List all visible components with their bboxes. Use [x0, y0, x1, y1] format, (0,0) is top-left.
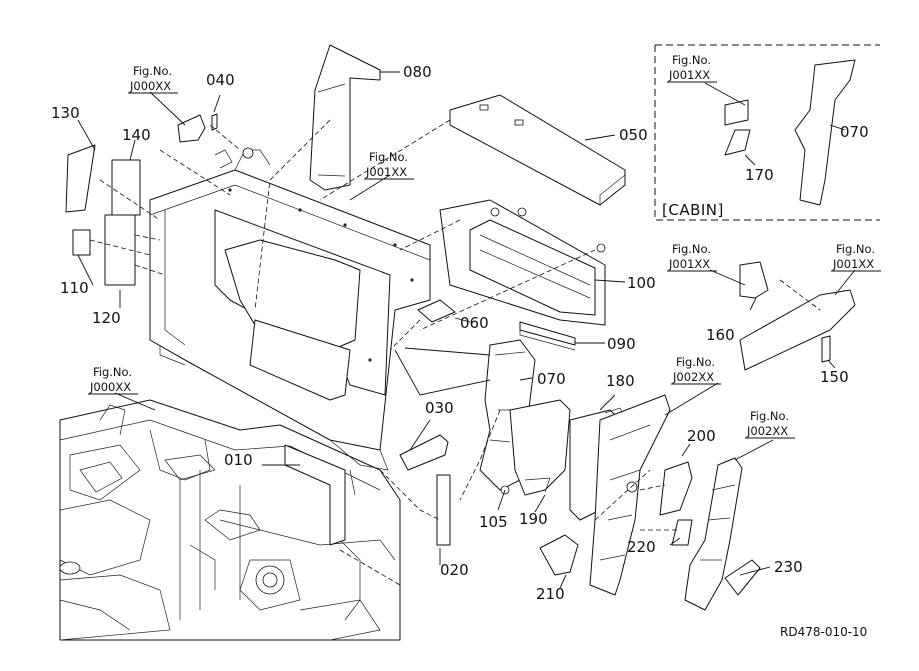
part-210-shape: [539, 534, 579, 576]
fig-ref-3: Fig.No. J001XX: [667, 53, 717, 83]
label-105: 105: [479, 513, 508, 531]
fig-ref-6: Fig.No. J000XX: [88, 365, 138, 395]
part-200-shape: [659, 461, 693, 516]
label-120: 120: [92, 309, 121, 327]
part-110-shape: [72, 229, 91, 256]
label-190: 190: [519, 510, 548, 528]
label-170: 170: [745, 166, 774, 184]
part-090-shape: [519, 321, 576, 346]
part-050-shape: [449, 94, 626, 206]
part-020-shape: [436, 474, 451, 546]
part-070-cabin-shape: [794, 59, 856, 206]
label-180: 180: [606, 372, 635, 390]
svg-text:J001XX: J001XX: [365, 165, 407, 179]
part-130-shape: [65, 144, 96, 213]
label-110: 110: [60, 279, 89, 297]
part-190-shape: [509, 399, 571, 496]
svg-text:Fig.No.: Fig.No.: [133, 64, 172, 78]
svg-text:J001XX: J001XX: [668, 68, 710, 82]
part-140-shape: [111, 159, 141, 216]
svg-text:J002XX: J002XX: [672, 370, 714, 384]
label-010: 010: [224, 451, 253, 469]
fig-ref-4: Fig.No. J001XX: [667, 242, 717, 272]
label-070: 070: [537, 370, 566, 388]
label-150: 150: [820, 368, 849, 386]
label-080: 080: [403, 63, 432, 81]
part-160-shape: [739, 261, 769, 299]
label-220: 220: [627, 538, 656, 556]
svg-text:Fig.No.: Fig.No.: [750, 409, 789, 423]
part-150-shape: [821, 335, 831, 363]
part-labels: 080 050 100 090 060 070 180 200 220 190 …: [51, 63, 869, 603]
cabin-label: [CABIN]: [662, 201, 724, 219]
label-230: 230: [774, 558, 803, 576]
svg-text:Fig.No.: Fig.No.: [369, 150, 408, 164]
label-070-cabin: 070: [840, 123, 869, 141]
svg-text:Fig.No.: Fig.No.: [93, 365, 132, 379]
part-030-shape: [399, 434, 449, 471]
part-120-shape: [104, 214, 136, 286]
fig-ref-7: Fig.No. J002XX: [671, 355, 721, 385]
front-panel-assembly: [149, 147, 431, 471]
label-100: 100: [627, 274, 656, 292]
rear-bracket-assembly: [739, 289, 856, 371]
fig-ref-1: Fig.No. J000XX: [128, 64, 178, 94]
part-230-shape: [724, 559, 761, 596]
svg-text:Fig.No.: Fig.No.: [672, 53, 711, 67]
svg-text:J001XX: J001XX: [668, 257, 710, 271]
part-170-shape: [724, 129, 751, 156]
cabin-inset-border: [654, 44, 880, 221]
fig-ref-8: Fig.No. J002XX: [745, 409, 795, 439]
part-040-shape: [177, 114, 206, 143]
label-200: 200: [687, 427, 716, 445]
label-020: 020: [440, 561, 469, 579]
label-140: 140: [122, 126, 151, 144]
side-panel-assembly: [684, 457, 743, 611]
svg-text:J000XX: J000XX: [89, 380, 131, 394]
label-160: 160: [706, 326, 735, 344]
label-060: 060: [460, 314, 489, 332]
label-040: 040: [206, 71, 235, 89]
label-030: 030: [425, 399, 454, 417]
svg-text:J002XX: J002XX: [746, 424, 788, 438]
label-130: 130: [51, 104, 80, 122]
fig-references: Fig.No. J000XX Fig.No. J001XX Fig.No. J0…: [88, 53, 881, 439]
part-060-shape: [417, 299, 456, 323]
part-080-shape: [309, 44, 381, 191]
fig-ref-5: Fig.No. J001XX: [831, 242, 881, 272]
part-220-shape: [671, 519, 693, 546]
label-210: 210: [536, 585, 565, 603]
label-050: 050: [619, 126, 648, 144]
label-090: 090: [607, 335, 636, 353]
svg-text:J000XX: J000XX: [129, 79, 171, 93]
svg-text:Fig.No.: Fig.No.: [672, 242, 711, 256]
svg-text:J001XX: J001XX: [832, 257, 874, 271]
rear-cover-assembly: [589, 394, 671, 596]
svg-text:Fig.No.: Fig.No.: [676, 355, 715, 369]
fig-ref-2: Fig.No. J001XX: [364, 150, 414, 180]
leader-lines: [77, 71, 856, 589]
drawing-code: RD478-010-10: [780, 625, 867, 639]
svg-text:Fig.No.: Fig.No.: [836, 242, 875, 256]
